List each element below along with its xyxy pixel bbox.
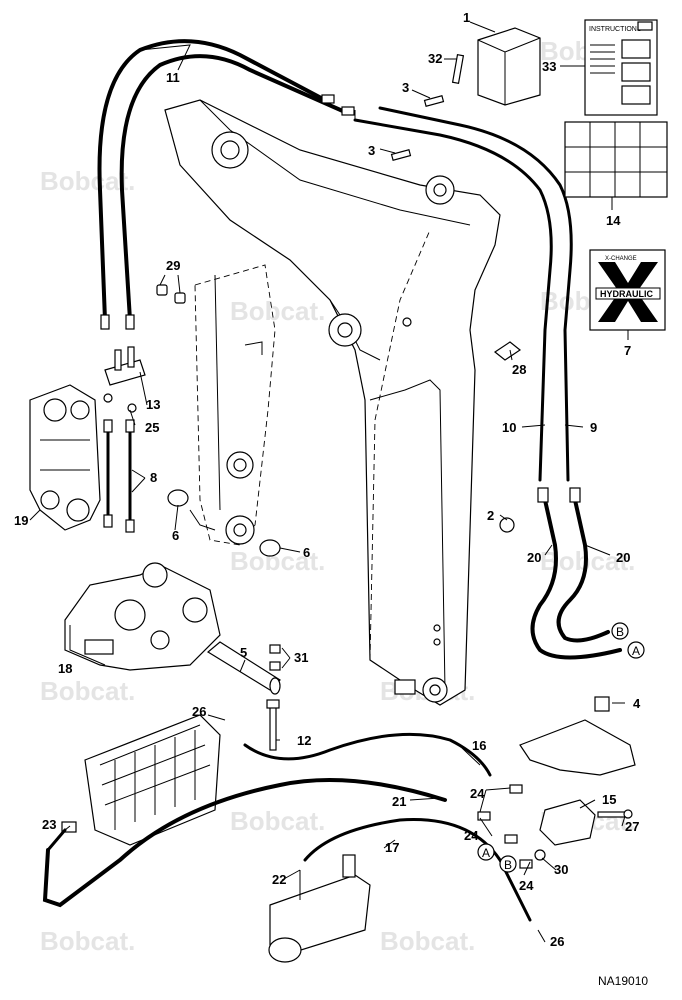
callout-3-lower: 3 [368,143,375,158]
clamp-28 [493,341,522,361]
svg-text:Bobcat.: Bobcat. [40,676,135,706]
fitting-2 [499,517,515,533]
callout-30: 30 [554,862,568,877]
pedal-4 [519,696,636,776]
callout-18: 18 [58,661,72,676]
callout-7: 7 [624,343,631,358]
decal-top-text: X-CHANGE [605,256,637,262]
callout-25: 25 [145,420,159,435]
callout-21: 21 [392,794,406,809]
callout-4: 4 [633,696,641,711]
valve-block-15 [539,799,633,846]
connector-marker-b-upper: B [611,622,629,640]
callout-15: 15 [602,792,616,807]
callout-1: 1 [463,10,470,25]
nuts-31 [269,644,281,671]
coupler-19 [29,384,101,531]
callout-12: 12 [297,733,311,748]
boom-assembly [189,264,276,546]
callout-6-right: 6 [303,545,310,560]
hose-21 [42,778,447,908]
hose-8 [103,419,135,533]
callout-24-a: 24 [470,786,485,801]
watermark-logo: Bobcat. [40,676,135,706]
clamp-13 [103,346,146,413]
decal-main-text: HYDRAULIC [600,289,653,299]
decal-sheet-14 [564,121,668,198]
callout-28: 28 [512,362,526,377]
callout-9: 9 [590,420,597,435]
connector-marker-a-upper: A [627,641,645,659]
callout-27: 27 [625,819,639,834]
o-ring-6-lower [259,539,281,557]
svg-text:Bobcat.: Bobcat. [40,926,135,956]
pin-5 [206,641,281,695]
hose-11 [97,39,355,330]
callout-16: 16 [472,738,486,753]
parts-box-1 [477,27,541,106]
callout-31: 31 [294,650,308,665]
callout-11: 11 [166,70,180,85]
watermark-logo: Bobcat. [40,926,135,956]
callout-6-left: 6 [172,528,179,543]
callout-10: 10 [502,420,516,435]
hose-17 [303,818,532,922]
watermark-logo: Bobcat. [230,806,325,836]
leader-lines [29,21,629,943]
callout-labels: 1 2 3 3 4 5 6 6 7 8 9 10 11 12 13 14 15 … [14,10,641,949]
instructions-sheet-33: INSTRUCTIONS [584,19,658,116]
watermark-logo: Bobcat. [230,296,325,326]
svg-text:Bobcat.: Bobcat. [40,166,135,196]
callout-33: 33 [542,59,556,74]
valve-22 [268,854,371,963]
clamp-29 [156,284,186,304]
watermark-logo: Bobcat. [40,166,135,196]
callout-22: 22 [272,872,286,887]
control-valve [84,714,221,846]
steel-tubes-9-10 [353,106,573,482]
pin-3-lower [390,149,412,161]
callout-20-left: 20 [527,550,541,565]
dipper-arm [164,99,501,706]
instructions-title: INSTRUCTIONS [589,26,642,33]
svg-text:Bobcat.: Bobcat. [230,806,325,836]
callout-8: 8 [150,470,157,485]
connector-marker-b-lower: B [499,855,517,873]
callout-26-lower: 26 [550,934,564,949]
callout-3-upper: 3 [402,80,409,95]
bolt-12 [266,699,280,751]
callout-17: 17 [385,840,399,855]
svg-text:A: A [482,846,490,860]
callout-2: 2 [487,508,494,523]
callout-13: 13 [146,397,160,412]
callout-32: 32 [428,51,442,66]
callout-14: 14 [606,213,621,228]
callout-26-upper: 26 [192,704,206,719]
callout-5: 5 [240,645,247,660]
svg-text:Bobcat.: Bobcat. [230,296,325,326]
fittings-24 [477,784,546,869]
svg-text:Bobcat.: Bobcat. [380,926,475,956]
hoses-20 [530,487,622,660]
svg-text:A: A [632,644,640,658]
x-change-decal-7: X-CHANGE HYDRAULIC [589,249,666,331]
callout-23: 23 [42,817,56,832]
callout-29: 29 [166,258,180,273]
svg-text:B: B [504,858,512,872]
callout-19: 19 [14,513,28,528]
o-ring-6-upper [167,489,189,507]
hose-16 [243,732,492,777]
watermark-logo: Bobcat. [380,926,475,956]
connector-marker-a-lower: A [477,843,495,861]
attachment-18 [64,562,221,671]
figure-id: NA19010 [598,974,648,988]
callout-24-c: 24 [519,878,534,893]
callout-20-right: 20 [616,550,630,565]
svg-text:B: B [616,625,624,639]
callout-24-b: 24 [464,828,479,843]
pin-3-upper [423,95,445,107]
bolt-32 [451,53,465,85]
